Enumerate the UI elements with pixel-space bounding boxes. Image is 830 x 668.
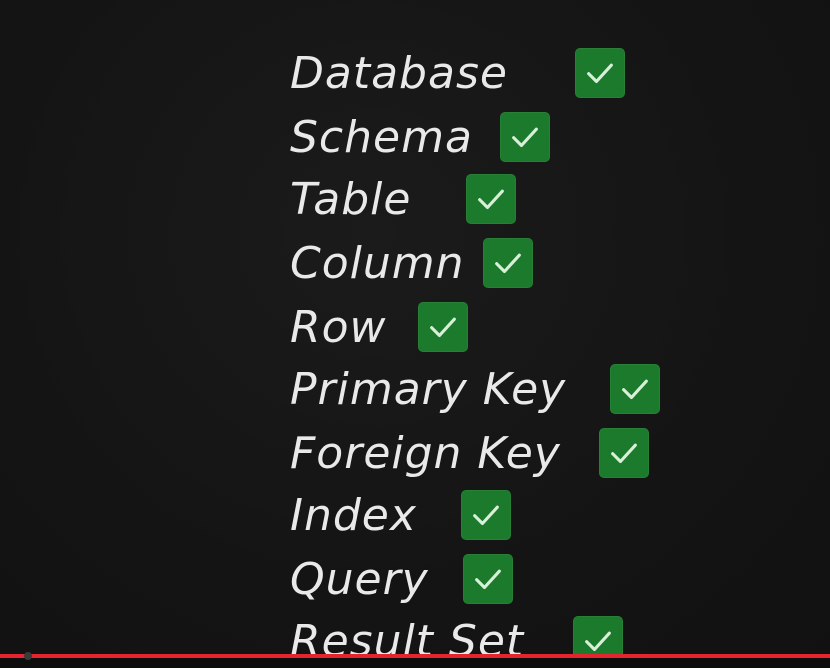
checkmark-icon — [575, 48, 625, 98]
checklist-label: Primary Key — [290, 364, 567, 415]
checklist-item-database: Database — [290, 44, 625, 104]
checklist-label: Table — [290, 174, 412, 225]
checkmark-icon — [418, 302, 468, 352]
checklist-item-query: Query — [290, 550, 513, 610]
checklist-label: Database — [290, 48, 508, 99]
checkmark-icon — [483, 238, 533, 288]
checkmark-icon — [461, 490, 511, 540]
checklist-label: Row — [290, 302, 387, 353]
checkmark-icon — [610, 364, 660, 414]
checkmark-icon — [599, 428, 649, 478]
checklist-item-primary-key: Primary Key — [290, 360, 660, 420]
checklist-item-column: Column — [290, 234, 533, 294]
video-progress-bar[interactable] — [0, 654, 830, 658]
scrubber-handle[interactable] — [24, 652, 32, 660]
checklist-item-table: Table — [290, 170, 516, 230]
checklist-label: Schema — [290, 112, 473, 163]
checklist-item-row: Row — [290, 298, 468, 358]
checklist-item-schema: Schema — [290, 108, 550, 168]
checklist-label: Query — [290, 554, 429, 605]
checkmark-icon — [500, 112, 550, 162]
checklist-label: Column — [290, 238, 465, 289]
checklist-item-index: Index — [290, 486, 511, 546]
checkmark-icon — [463, 554, 513, 604]
checklist-item-foreign-key: Foreign Key — [290, 424, 649, 484]
player-controls-bar — [0, 658, 830, 668]
checklist-label: Foreign Key — [290, 428, 561, 479]
checkmark-icon — [466, 174, 516, 224]
checklist-label: Index — [290, 490, 417, 541]
